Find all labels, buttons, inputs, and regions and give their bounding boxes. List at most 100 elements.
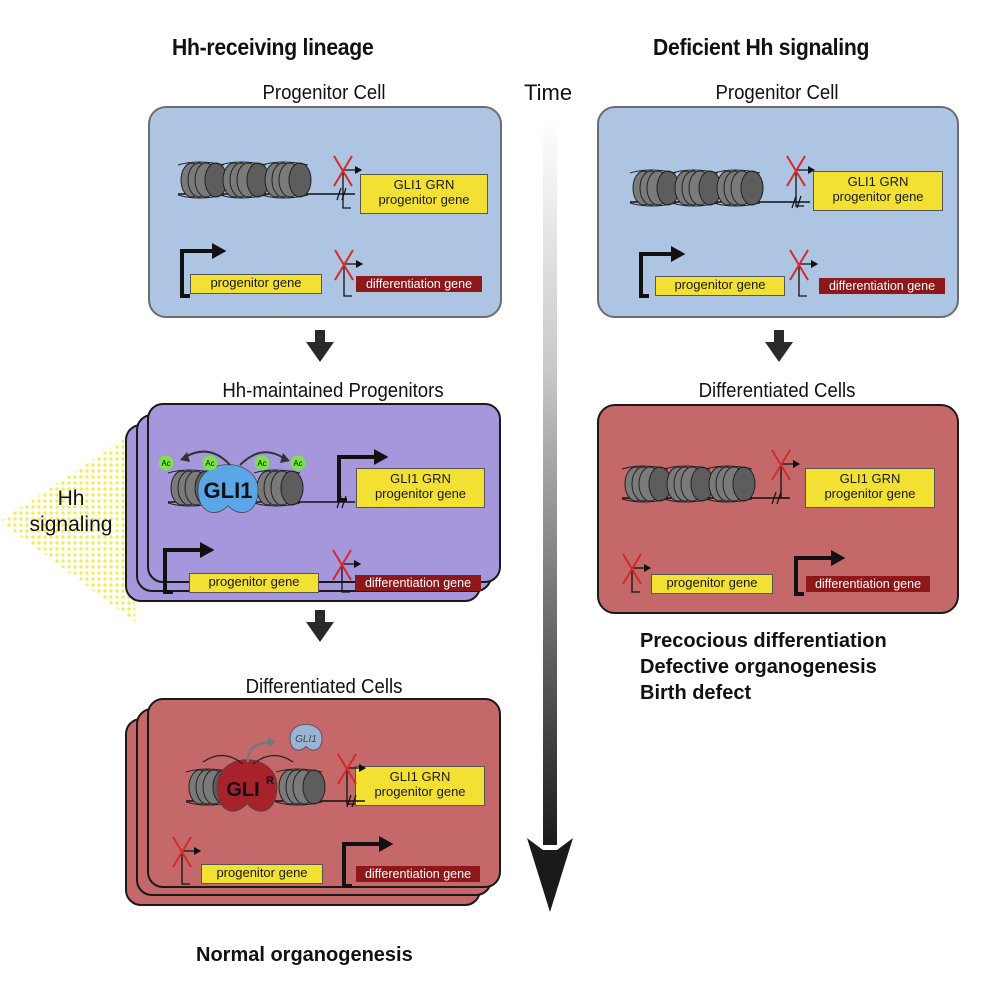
differentiation-gene: differentiation gene — [819, 278, 945, 294]
chromatin — [177, 161, 355, 201]
progenitor-gene-promoter — [180, 243, 227, 298]
down-arrow-left-2 — [306, 610, 334, 642]
acetyl-mark: Ac — [290, 455, 306, 471]
right-differentiated-schematic — [621, 449, 846, 596]
hh-signaling-label: Hh signaling — [22, 486, 120, 538]
svg-text:Ac: Ac — [161, 459, 170, 468]
differentiation-gene-promoter — [794, 550, 846, 596]
time-arrow-shaft — [543, 115, 557, 845]
right-outcomes: Precocious differentiation Defective org… — [640, 628, 887, 706]
outcome-precocious-differentiation: Precocious differentiation — [640, 630, 887, 652]
gli1-protein-icon — [197, 464, 259, 513]
differentiation-gene: differentiation gene — [356, 276, 482, 292]
arrowhead-icon — [808, 166, 816, 174]
break-mark — [771, 491, 777, 505]
gli1-gene-promoter — [337, 449, 389, 502]
repressed-x-icon — [622, 553, 642, 585]
left-maintained-title: Hh-maintained Progenitors — [222, 380, 444, 402]
arrowhead-icon — [359, 764, 367, 772]
repressed-x-icon — [334, 249, 354, 281]
time-arrow-head — [527, 838, 573, 912]
outcome-birth-defect: Birth defect — [640, 682, 752, 704]
hh-signaling-line1: Hh — [57, 487, 85, 510]
right-column-title: Deficient Hh signaling — [653, 34, 870, 60]
nucleosome — [713, 169, 764, 207]
spread-arrow-right — [239, 451, 286, 466]
acetyl-mark: Ac — [254, 455, 270, 471]
progenitor-gene-promoter — [172, 836, 202, 885]
arrowhead-icon — [793, 460, 801, 468]
inhibit-arc-right — [252, 754, 294, 765]
break-mark — [776, 491, 782, 505]
arrowhead-icon — [811, 260, 819, 268]
differentiation-gene-promoter — [334, 249, 364, 297]
break-mark — [346, 794, 352, 808]
gli1-gene-promoter — [771, 449, 801, 499]
acetyl-mark: Ac — [158, 455, 174, 471]
svg-text:Ac: Ac — [293, 459, 302, 468]
differentiation-gene-promoter — [332, 549, 362, 593]
svg-text:Ac: Ac — [257, 459, 266, 468]
release-arrow — [246, 740, 271, 763]
released-gli1-label: GLI1 — [295, 734, 317, 745]
nucleosome — [253, 469, 304, 507]
gli-repressor-superscript: R — [266, 775, 274, 787]
arrowhead-icon — [200, 542, 215, 558]
progenitor-gene-promoter — [639, 246, 686, 298]
nucleosome — [705, 465, 756, 503]
progenitor-gene: progenitor gene — [189, 573, 319, 593]
released-gli1-icon — [289, 724, 323, 751]
repressed-x-icon — [789, 249, 809, 281]
arrowhead-icon — [194, 847, 202, 855]
break-mark — [791, 195, 797, 209]
repressed-x-icon — [337, 753, 357, 785]
left-differentiated-title: Differentiated Cells — [245, 676, 403, 698]
acetyl-mark: Ac — [202, 455, 218, 471]
inhibit-arc-left — [202, 754, 244, 765]
nucleosome — [275, 768, 326, 806]
gli1-gene-promoter — [337, 753, 367, 805]
right-differentiated-title: Differentiated Cells — [698, 380, 856, 402]
arrowhead-icon — [355, 166, 363, 174]
nucleosome — [663, 465, 714, 503]
differentiation-gene-promoter — [789, 249, 819, 297]
arrowhead-icon — [379, 836, 394, 852]
nucleosome — [629, 169, 680, 207]
progenitor-gene: progenitor gene — [190, 274, 322, 294]
arrowhead-icon — [644, 564, 652, 572]
progenitor-gene-promoter — [622, 553, 652, 593]
gli-repressor-label: GLI — [226, 779, 259, 801]
outcome-defective-organogenesis: Defective organogenesis — [640, 656, 877, 678]
arrowhead-icon — [671, 246, 686, 262]
gli-repressor-icon — [216, 759, 278, 812]
hh-signaling-line2: signaling — [29, 513, 113, 536]
repressed-x-icon — [786, 155, 806, 187]
svg-text:Ac: Ac — [205, 459, 214, 468]
progenitor-gene: progenitor gene — [201, 864, 323, 884]
arrowhead-icon — [356, 260, 364, 268]
break-mark — [351, 794, 357, 808]
nucleosome — [177, 161, 228, 199]
left-differentiated-schematic: GLI R GLI1 — [172, 724, 394, 888]
left-column-title: Hh-receiving lineage — [172, 34, 374, 60]
repressed-x-icon — [172, 836, 192, 868]
arrowhead-icon — [374, 449, 389, 465]
break-mark — [336, 187, 342, 201]
repressed-x-icon — [332, 549, 352, 581]
gli1-gene-promoter — [333, 155, 363, 209]
differentiation-gene: differentiation gene — [356, 866, 480, 882]
nucleosome — [261, 161, 312, 199]
arrowhead-icon — [354, 560, 362, 568]
left-progenitor-title: Progenitor Cell — [262, 82, 386, 104]
normal-organogenesis-label: Normal organogenesis — [196, 944, 413, 966]
nucleosome — [621, 465, 672, 503]
